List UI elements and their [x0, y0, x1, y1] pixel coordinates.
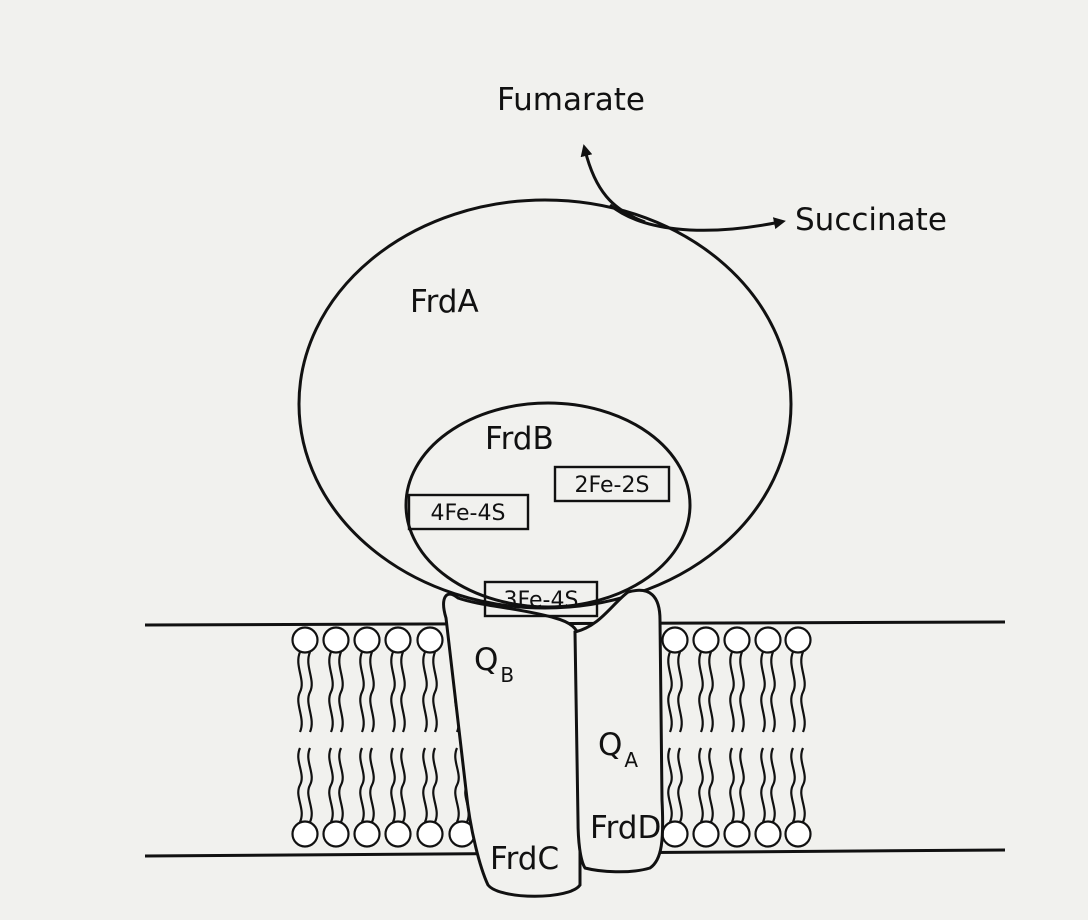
lipid-tail	[770, 651, 776, 733]
lipid-tail	[677, 747, 683, 823]
lipid-tail	[432, 747, 438, 823]
cluster-3fe4s-label: 3Fe-4S	[504, 588, 579, 613]
lipid-head	[661, 626, 689, 654]
frdD-subunit	[573, 588, 665, 874]
lipid-tail	[790, 747, 796, 823]
lipid-tail	[338, 747, 344, 823]
cluster-4fe4s-label: 4Fe-4S	[431, 501, 506, 526]
lipid-tail	[760, 747, 766, 823]
qA-subscript: A	[624, 748, 638, 772]
lipid-tail	[770, 747, 776, 823]
lipid-tail	[760, 651, 766, 733]
lipid-head	[661, 820, 689, 848]
lipid-tail	[297, 651, 303, 733]
frdC-label: FrdC	[490, 841, 559, 877]
lipid-head	[754, 626, 782, 654]
frdB-label: FrdB	[485, 421, 554, 457]
lipid-heads	[291, 626, 812, 848]
lipid-tail	[677, 651, 683, 733]
lipid-head	[291, 626, 319, 654]
frdB-subunit	[404, 401, 692, 609]
lipid-tail	[800, 747, 806, 823]
lipid-tail	[338, 651, 344, 733]
cluster-2fe2s-box	[553, 465, 671, 503]
lipid-tail	[400, 747, 406, 823]
lipid-head	[723, 820, 751, 848]
membrane-outer-line	[144, 620, 1006, 627]
fumarate-label: Fumarate	[497, 82, 645, 118]
lipid-tail	[729, 651, 735, 733]
succinate-arrow	[609, 203, 786, 232]
lipid-tail	[369, 747, 375, 823]
lipid-head	[384, 626, 412, 654]
lipid-head	[692, 820, 720, 848]
lipid-tail	[328, 747, 334, 823]
lipid-tail	[422, 747, 428, 823]
lipid-head	[723, 626, 751, 654]
lipid-head	[416, 820, 444, 848]
lipid-tail	[454, 747, 460, 823]
lipid-head	[384, 820, 412, 848]
lipid-tail	[307, 651, 313, 733]
lipid-head	[784, 626, 812, 654]
cluster-3fe4s-box	[483, 580, 599, 618]
lipid-tail	[400, 651, 406, 733]
lipid-tail	[708, 651, 714, 733]
qA-main-text: Q	[598, 727, 622, 763]
lipid-tail	[739, 747, 745, 823]
lipid-tail	[790, 651, 796, 733]
lipid-tail	[667, 651, 673, 733]
cluster-2fe2s-label: 2Fe-2S	[575, 473, 650, 498]
lipid-head	[322, 626, 350, 654]
lipid-tail	[422, 651, 428, 733]
qB-subscript: B	[500, 663, 514, 687]
lipid-tail	[432, 651, 438, 733]
lipid-head	[353, 820, 381, 848]
lipid-tail	[698, 651, 704, 733]
frdD-label: FrdD	[590, 810, 661, 846]
lipid-head	[322, 820, 350, 848]
qB-main-text: Q	[474, 642, 498, 678]
lipid-head	[754, 820, 782, 848]
lipid-tail	[359, 747, 365, 823]
lipid-tail	[390, 651, 396, 733]
lipid-tail	[390, 747, 396, 823]
frdA-label: FrdA	[410, 284, 479, 320]
lipid-tail	[297, 747, 303, 823]
cluster-4fe4s-box	[407, 493, 530, 531]
lipid-tail	[307, 747, 313, 823]
lipid-tail	[698, 747, 704, 823]
lipid-tail	[729, 747, 735, 823]
lipid-head	[291, 820, 319, 848]
lipid-head	[416, 626, 444, 654]
lipid-tail	[739, 651, 745, 733]
lipid-tail	[667, 747, 673, 823]
lipid-tail	[359, 651, 365, 733]
lipid-head	[692, 626, 720, 654]
lipid-tail	[369, 651, 375, 733]
lipid-tail	[328, 651, 334, 733]
lipid-head	[784, 820, 812, 848]
succinate-label: Succinate	[795, 202, 947, 238]
lipid-tail	[800, 651, 806, 733]
lipid-head	[353, 626, 381, 654]
lipid-tail	[708, 747, 714, 823]
